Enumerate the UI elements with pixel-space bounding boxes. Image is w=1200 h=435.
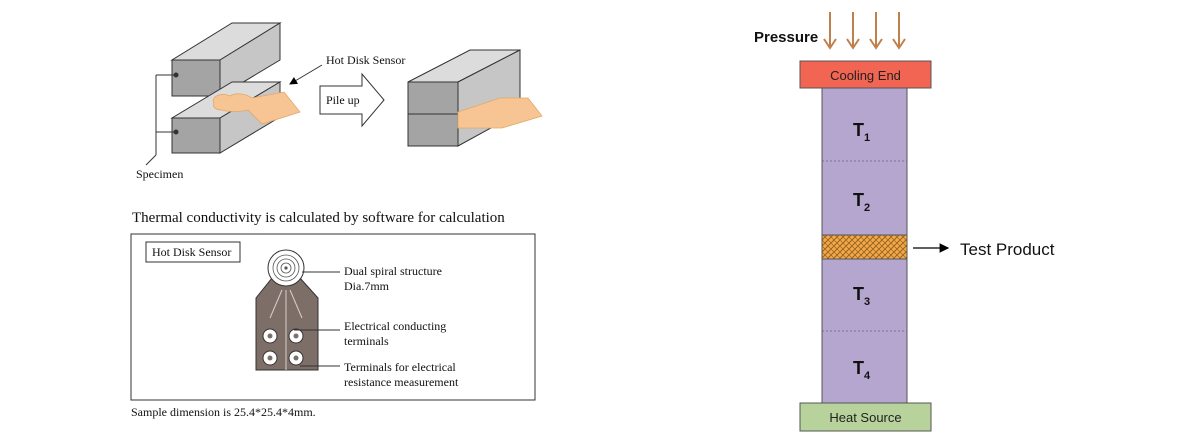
cooling-end-block: [799, 60, 932, 89]
stacked-sensor-pad: [457, 97, 543, 129]
hot-disk-sensor-pad: [212, 91, 301, 125]
terminal-pads: [262, 328, 304, 366]
sensor-box-title: Hot Disk Sensor: [152, 245, 231, 259]
calculation-heading: Thermal conductivity is calculated by so…: [132, 210, 505, 226]
t1-label: T1: [853, 120, 870, 144]
spiral-annotation-line1: Dual spiral structure: [344, 264, 442, 278]
pressure-arrows: [823, 12, 906, 50]
resistance-annotation-line2: resistance measurement: [344, 375, 459, 389]
heat-source-block: [799, 402, 932, 432]
hot-disk-sensor-label: Hot Disk Sensor: [326, 53, 405, 67]
t3-label: T3: [853, 284, 870, 308]
cooling-end-label: Cooling End: [830, 68, 901, 83]
sample-dimension-note: Sample dimension is 25.4*25.4*4mm.: [131, 405, 316, 419]
pressure-arrow-icon: [869, 12, 883, 50]
heat-source-label: Heat Source: [829, 410, 901, 425]
pressure-arrow-icon: [846, 12, 860, 50]
specimen-stack-illustration: [145, 22, 543, 166]
stacked-specimen: [407, 49, 543, 147]
hot-disk-sensor-drawing: [255, 249, 319, 371]
t2-label: T2: [853, 190, 870, 214]
pressure-arrow-icon: [823, 12, 837, 50]
lower-specimen-block: [170, 81, 301, 154]
annotation-leaders: [294, 271, 340, 367]
t4-label: T4: [853, 358, 871, 382]
sensor-box-title-frame: [145, 241, 241, 263]
specimen-bracket: [145, 72, 179, 166]
pile-up-arrow: [319, 72, 385, 128]
pile-up-label: Pile up: [326, 93, 360, 107]
terminals-annotation-line1: Electrical conducting: [344, 319, 446, 333]
specimen-label: Specimen: [136, 167, 183, 181]
terminals-annotation-line2: terminals: [344, 334, 389, 348]
resistance-annotation-line1: Terminals for electrical: [344, 360, 456, 374]
temperature-labels: T1 T2 T3 T4: [853, 120, 871, 382]
pressure-label: Pressure: [754, 29, 818, 46]
test-product-sample: [821, 234, 908, 260]
test-product-label: Test Product: [960, 240, 1055, 259]
pressure-arrow-icon: [892, 12, 906, 50]
spiral-annotation-line2: Dia.7mm: [344, 279, 390, 293]
sensor-label-pointer: [289, 64, 323, 85]
upper-specimen-block: [170, 22, 282, 97]
